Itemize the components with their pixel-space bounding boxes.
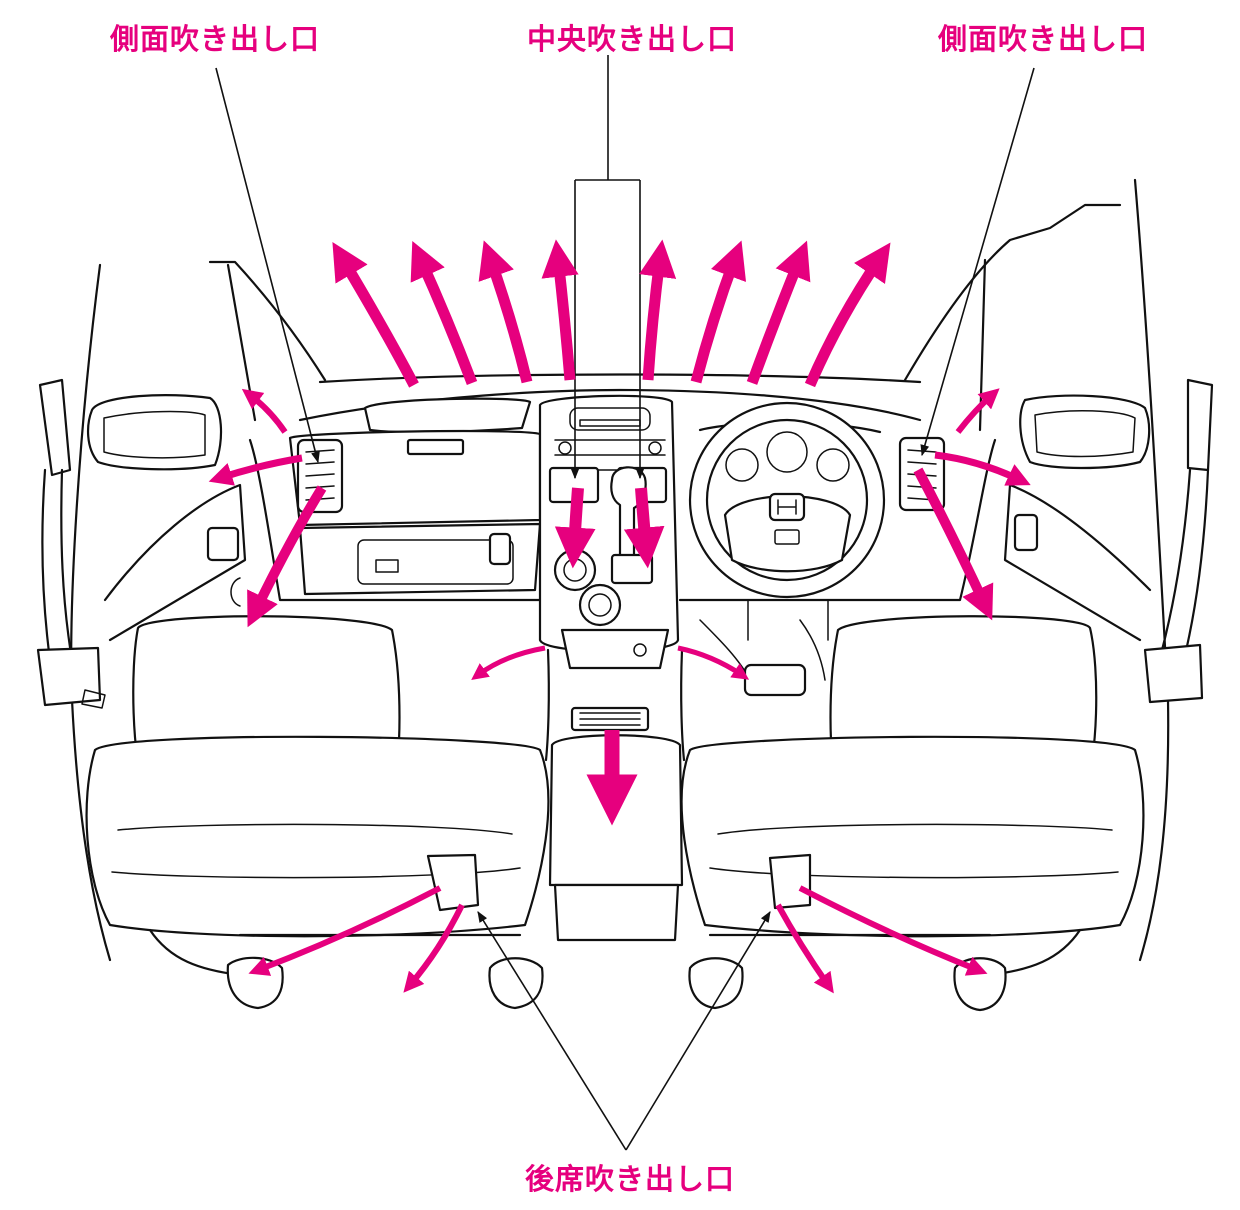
airflow-arrow-center-right (623, 487, 665, 569)
side-mirror-right (1019, 394, 1151, 470)
airflow-arrow-defrost-1 (332, 241, 419, 388)
airflow-arrow-left-side-seat (247, 485, 327, 628)
airflow-arrow-defrost-5 (639, 239, 677, 381)
dashboard (248, 397, 997, 602)
airflow-arrow-foot-right (677, 645, 750, 680)
seat-belt-left (36, 378, 106, 709)
airflow-arrow-right-side-door (934, 451, 1031, 486)
front-seat-left (85, 615, 550, 1010)
airflow-arrow-defrost-4 (541, 239, 579, 381)
airflow-arrow-right-side-seat (913, 467, 994, 621)
airflow-arrow-defrost-6 (690, 240, 747, 384)
airflow-arrow-rear-right-outer (798, 885, 988, 976)
side-vent-label-left: 側面吹き出し口 (110, 22, 321, 56)
airflow-arrow-defrost-8 (804, 242, 891, 388)
airflow-arrow-left-side-window (241, 388, 288, 434)
airflow-arrow-right-side-window (955, 388, 1000, 434)
airflow-arrow-defrost-2 (410, 240, 478, 385)
airflow-arrows (208, 239, 1031, 994)
airflow-arrow-rear-left-inner (403, 903, 465, 993)
airflow-arrow-rear-left-outer (248, 885, 442, 976)
leader-lines (215, 55, 1035, 1151)
honda-emblem (768, 492, 806, 522)
center-vent-label: 中央吹き出し口 (527, 22, 738, 56)
airflow-arrow-rear-right-inner (775, 903, 834, 994)
airflow-arrow-defrost-3 (478, 240, 533, 384)
airflow-arrow-left-side-door (208, 454, 303, 486)
door-panel-left (103, 483, 247, 642)
footwell (699, 619, 826, 697)
airflow-arrow-defrost-7 (746, 240, 811, 385)
rear-vent-label: 後席吹き出し口 (525, 1162, 736, 1196)
airflow-arrow-foot-left (471, 645, 546, 681)
cabin-outline (70, 178, 1170, 962)
side-mirror-left (86, 394, 223, 471)
side-vent-label-right: 側面吹き出し口 (938, 22, 1149, 56)
center-console (538, 394, 686, 762)
steering-wheel (688, 401, 886, 641)
seat-belt-right (1143, 378, 1214, 704)
airflow-arrow-center-left (554, 487, 596, 569)
